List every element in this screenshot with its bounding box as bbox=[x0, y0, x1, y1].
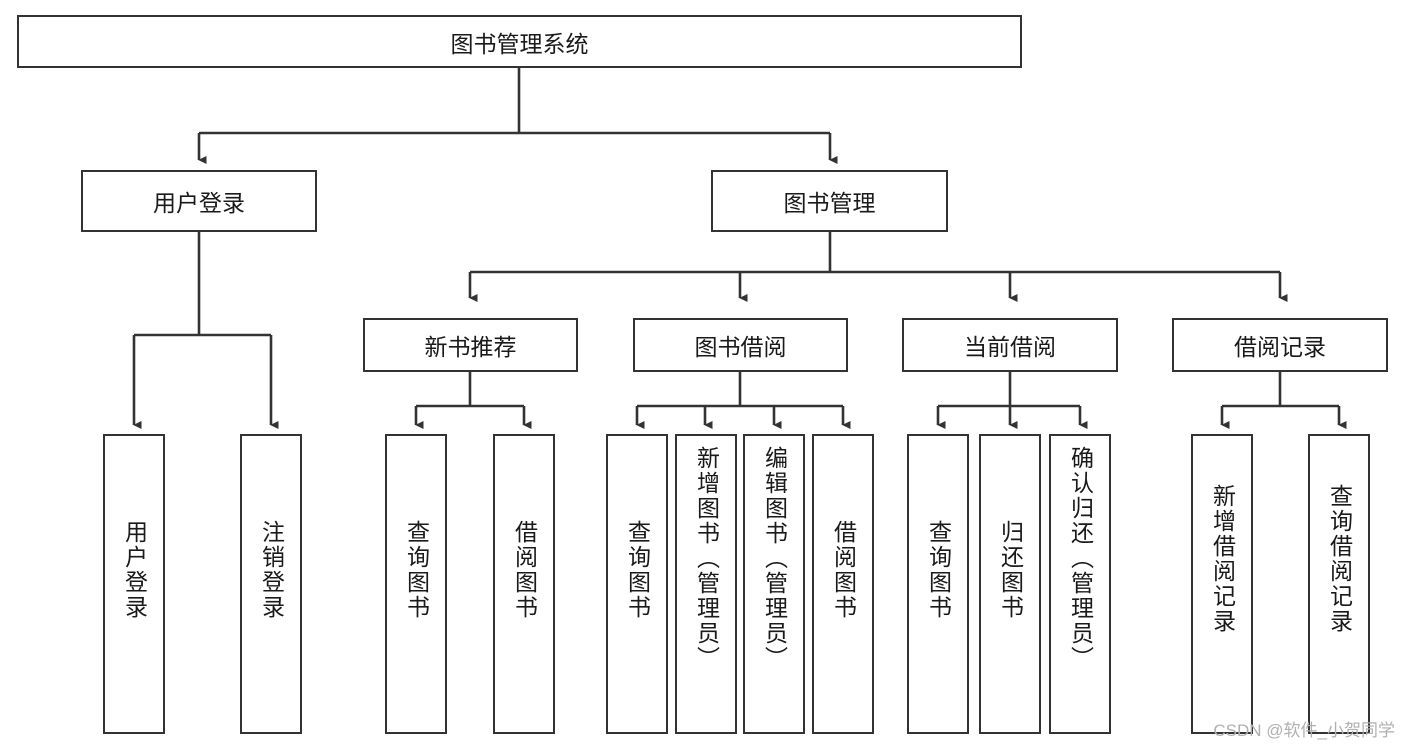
node-leaf-borrow-book[interactable]: 借阅图书 bbox=[812, 434, 874, 734]
node-borrow-record-label: 借阅记录 bbox=[1234, 334, 1326, 360]
node-current-borrow-label: 当前借阅 bbox=[964, 334, 1056, 360]
node-leaf-logout-label: 注销登录 bbox=[258, 520, 285, 620]
node-new-book-recommend[interactable]: 新书推荐 bbox=[363, 318, 578, 372]
node-leaf-add-borrow-record-label: 新增借阅记录 bbox=[1209, 484, 1236, 634]
node-leaf-add-book-admin-label: 新增图书（管理员） bbox=[693, 446, 720, 671]
node-leaf-add-book-admin[interactable]: 新增图书（管理员） bbox=[675, 434, 737, 734]
node-leaf-add-borrow-record[interactable]: 新增借阅记录 bbox=[1191, 434, 1253, 734]
node-current-borrow[interactable]: 当前借阅 bbox=[902, 318, 1118, 372]
node-leaf-confirm-return-admin[interactable]: 确认归还（管理员） bbox=[1049, 434, 1111, 734]
node-leaf-query-book-recommend-label: 查询图书 bbox=[403, 520, 430, 620]
node-leaf-query-book-current[interactable]: 查询图书 bbox=[907, 434, 969, 734]
node-leaf-query-book-borrow-label: 查询图书 bbox=[624, 520, 651, 620]
node-leaf-logout[interactable]: 注销登录 bbox=[240, 434, 302, 734]
node-leaf-edit-book-admin[interactable]: 编辑图书（管理员） bbox=[743, 434, 805, 734]
node-user-login[interactable]: 用户登录 bbox=[81, 170, 317, 232]
node-leaf-query-book-borrow[interactable]: 查询图书 bbox=[606, 434, 668, 734]
node-leaf-query-borrow-record[interactable]: 查询借阅记录 bbox=[1308, 434, 1370, 734]
node-book-borrow[interactable]: 图书借阅 bbox=[633, 318, 848, 372]
node-leaf-edit-book-admin-label: 编辑图书（管理员） bbox=[761, 446, 788, 671]
node-leaf-query-borrow-record-label: 查询借阅记录 bbox=[1326, 484, 1353, 634]
node-leaf-borrow-book-recommend[interactable]: 借阅图书 bbox=[493, 434, 555, 734]
node-leaf-query-book-current-label: 查询图书 bbox=[925, 520, 952, 620]
node-leaf-borrow-book-recommend-label: 借阅图书 bbox=[511, 520, 538, 620]
node-leaf-confirm-return-admin-label: 确认归还（管理员） bbox=[1067, 446, 1094, 671]
node-user-login-label: 用户登录 bbox=[153, 190, 245, 216]
node-root-label: 图书管理系统 bbox=[450, 30, 589, 57]
node-leaf-return-book[interactable]: 归还图书 bbox=[979, 434, 1041, 734]
node-leaf-query-book-recommend[interactable]: 查询图书 bbox=[385, 434, 447, 734]
node-borrow-record[interactable]: 借阅记录 bbox=[1172, 318, 1388, 372]
node-book-management-label: 图书管理 bbox=[783, 190, 876, 216]
node-root-system[interactable]: 图书管理系统 bbox=[17, 15, 1022, 68]
node-new-book-recommend-label: 新书推荐 bbox=[424, 334, 517, 360]
node-book-borrow-label: 图书借阅 bbox=[694, 334, 787, 360]
node-book-management[interactable]: 图书管理 bbox=[711, 170, 948, 232]
node-leaf-user-login[interactable]: 用户登录 bbox=[103, 434, 165, 734]
node-leaf-borrow-book-label: 借阅图书 bbox=[830, 520, 857, 620]
node-leaf-user-login-label: 用户登录 bbox=[121, 520, 148, 620]
node-leaf-return-book-label: 归还图书 bbox=[997, 520, 1024, 620]
